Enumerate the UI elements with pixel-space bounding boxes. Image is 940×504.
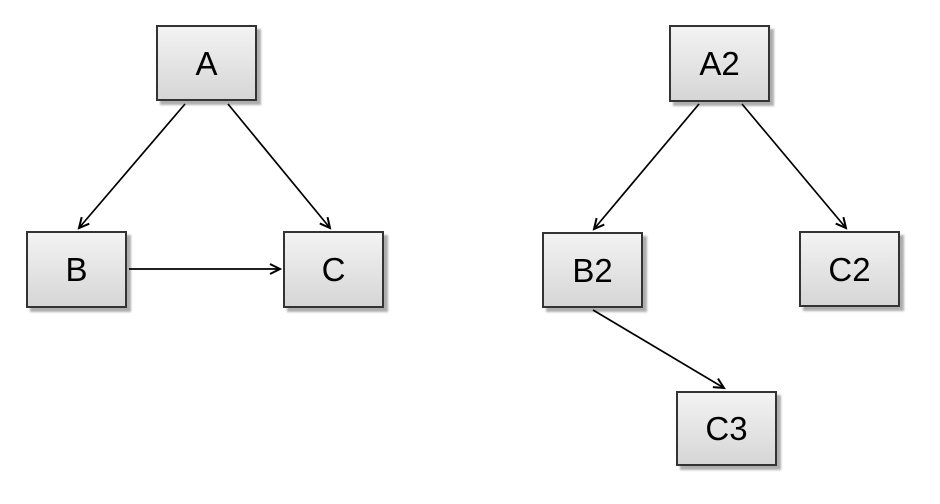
edge-a2-b2[interactable] <box>594 103 700 229</box>
node-b2[interactable]: B2 <box>542 232 643 308</box>
node-c2[interactable]: C2 <box>799 231 900 307</box>
node-a2[interactable]: A2 <box>669 25 770 102</box>
node-c3-label: C3 <box>705 410 748 447</box>
node-b[interactable]: B <box>26 231 127 308</box>
node-b-label: B <box>65 251 88 288</box>
node-c3[interactable]: C3 <box>676 391 777 466</box>
node-a[interactable]: A <box>156 25 257 101</box>
node-c2-label: C2 <box>828 250 871 288</box>
edge-a-b[interactable] <box>79 103 186 228</box>
edge-a2-c2[interactable] <box>741 103 846 228</box>
node-c-label: C <box>321 251 346 288</box>
node-a-label: A <box>195 44 218 82</box>
edge-a-c[interactable] <box>227 103 330 228</box>
node-c[interactable]: C <box>283 231 384 308</box>
node-b2-label: B2 <box>572 251 613 289</box>
edge-b2-c3[interactable] <box>592 309 724 388</box>
node-a2-label: A2 <box>699 45 740 82</box>
